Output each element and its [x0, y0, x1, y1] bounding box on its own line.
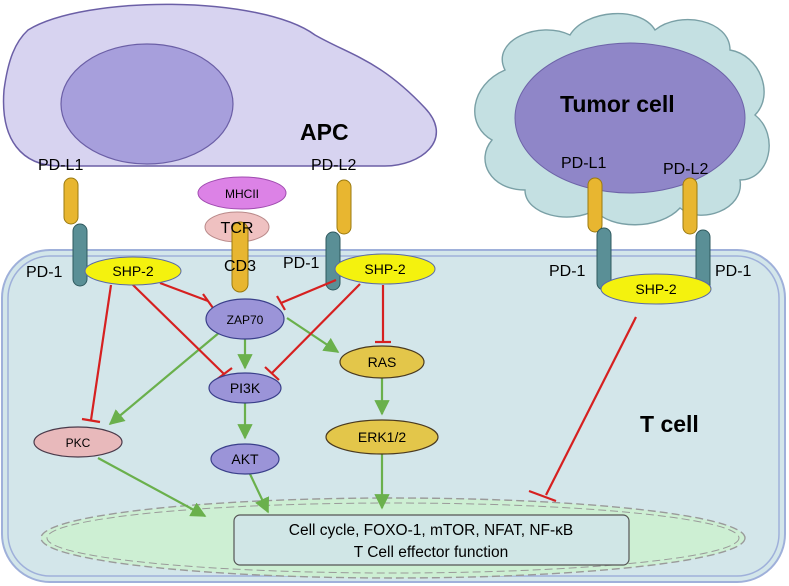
mhcii-label: MHCII [225, 187, 259, 201]
pd1-left-receptor [72, 223, 88, 287]
erk-node [325, 419, 439, 455]
cd3-receptor [231, 221, 249, 293]
inhibit-shp2mid-zap70 [276, 278, 337, 311]
pd1-left-label: PD-1 [26, 264, 63, 281]
shp2-mid-label: SHP-2 [364, 261, 405, 277]
inhibit-shp2tumor-nucleus [528, 316, 637, 503]
shp2-left-label: SHP-2 [112, 263, 153, 279]
zap70-node [205, 298, 285, 340]
outcome-line-1: Cell cycle, FOXO-1, mTOR, NFAT, NF-κB [289, 522, 573, 539]
arrow-zap70-pkc [108, 331, 221, 425]
apc-cell [2, 3, 438, 167]
pkc-node [33, 426, 123, 458]
apc-label: APC [300, 119, 349, 145]
arrow-zap70-ras [286, 317, 340, 353]
ras-node [339, 345, 425, 379]
inhibit-shp2mid-ras [375, 285, 391, 344]
outcome-line-2: T Cell effector function [354, 544, 509, 561]
shp2-tumor-node [600, 273, 712, 305]
pkc-label: PKC [66, 436, 91, 450]
arrow-akt-nucleus [249, 473, 270, 514]
t-cell-label: T cell [640, 411, 699, 437]
arrow-pkc-nucleus [97, 457, 207, 517]
pd1-mid-label: PD-1 [283, 255, 320, 272]
pd-l1-apc-receptor [63, 177, 79, 225]
cd3-label: CD3 [224, 258, 256, 275]
pi3k-label: PI3K [230, 380, 261, 396]
pd-l1-apc-label: PD-L1 [38, 157, 83, 174]
inhibit-shp2left-pkc [81, 284, 113, 424]
pd-l1-tumor-label: PD-L1 [561, 155, 606, 172]
outcome-box [233, 514, 630, 566]
pd1-tumor-right-label: PD-1 [715, 263, 752, 280]
pd-l2-apc-label: PD-L2 [311, 157, 356, 174]
tcr-label: TCR [221, 220, 254, 237]
erk-label: ERK1/2 [358, 429, 406, 445]
zap70-label: ZAP70 [227, 313, 264, 327]
ras-label: RAS [368, 354, 397, 370]
pi3k-node [208, 372, 282, 404]
inhibit-shp2mid-pi3k [264, 283, 361, 381]
tumor-nucleus [514, 42, 746, 194]
shp2-mid-node [334, 253, 436, 285]
mhcii-complex [197, 176, 287, 210]
akt-node [210, 443, 280, 475]
pd-l2-apc-receptor [336, 179, 352, 235]
inhibit-shp2left-zap70 [159, 281, 214, 309]
pd-l2-tumor-receptor [682, 177, 698, 235]
inhibition-lines [81, 278, 637, 503]
pd-l1-tumor-receptor [587, 177, 603, 233]
shp2-left-node [84, 256, 182, 286]
apc-nucleus [60, 43, 234, 165]
pd1-mid-receptor [325, 231, 341, 291]
activation-arrows [97, 317, 390, 517]
shp2-tumor-label: SHP-2 [635, 281, 676, 297]
pd-l2-tumor-label: PD-L2 [663, 161, 708, 178]
akt-label: AKT [231, 451, 259, 467]
pd1-tumor-left-label: PD-1 [549, 263, 586, 280]
tumor-cell-label: Tumor cell [560, 91, 675, 117]
tumor-cell [474, 12, 770, 226]
